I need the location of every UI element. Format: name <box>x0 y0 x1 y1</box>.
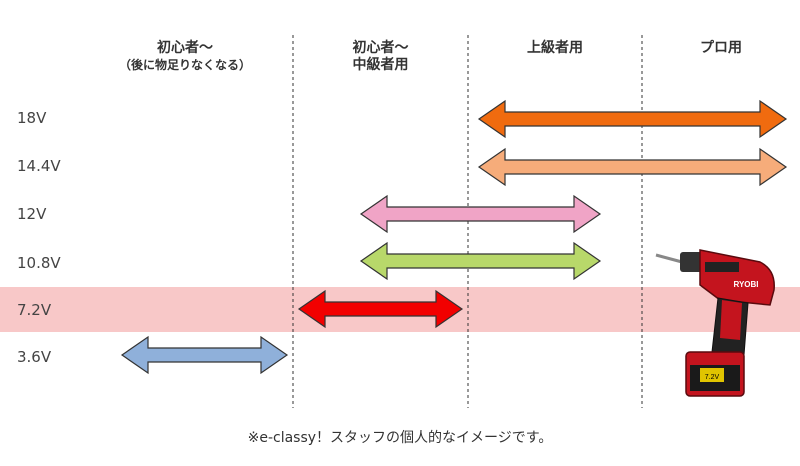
voltage-label-18v: 18V <box>17 109 47 127</box>
arrow-10-8v <box>359 241 602 281</box>
header-col-beginner-title: 初心者〜 <box>157 40 213 56</box>
header-col-beginner-note: （後に物足りなくなる） <box>118 58 251 72</box>
footnote: ※e-classy！スタッフの個人的なイメージです。 <box>247 430 553 446</box>
header-col-beginner: 初心者〜 （後に物足りなくなる） <box>85 40 285 74</box>
header-col-advanced-title: 上級者用 <box>527 40 583 56</box>
voltage-label-10-8v: 10.8V <box>17 254 61 272</box>
arrow-18v <box>477 99 788 139</box>
arrow-14-4v <box>477 147 788 187</box>
arrow-3-6v <box>120 335 289 375</box>
header-col-intermediate-line2: 中級者用 <box>352 57 409 73</box>
arrow-12v <box>359 194 602 234</box>
drill-brand-label: RYOBI <box>733 280 758 289</box>
arrow-group <box>120 99 788 375</box>
header-col-pro: プロ用 <box>642 40 800 57</box>
header-col-pro-title: プロ用 <box>700 40 742 56</box>
voltage-label-3-6v: 3.6V <box>17 348 52 366</box>
drill-icon: 7.2V RYOBI <box>655 249 775 397</box>
voltage-label-14-4v: 14.4V <box>17 157 61 175</box>
voltage-label-12v: 12V <box>17 205 47 223</box>
drill-battery-label: 7.2V <box>705 374 720 381</box>
header-col-intermediate: 初心者〜 中級者用 <box>293 40 468 74</box>
voltage-label-7-2v: 7.2V <box>17 301 52 319</box>
arrow-7-2v <box>297 289 464 329</box>
header-col-advanced: 上級者用 <box>468 40 642 57</box>
header-col-intermediate-line1: 初心者〜 <box>352 40 409 56</box>
